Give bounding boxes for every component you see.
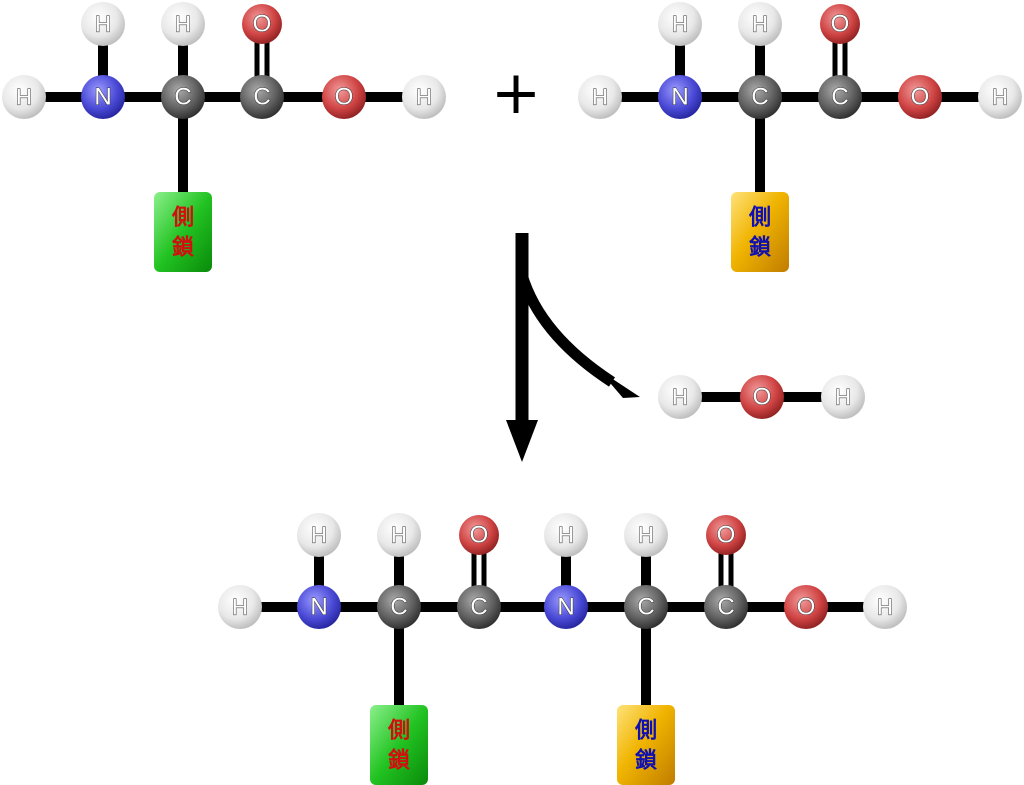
carbonyl-oxygen-atom: O (459, 515, 499, 555)
svg-text:側: 側 (387, 719, 410, 744)
svg-text:N: N (310, 594, 327, 621)
nitrogen-atom: N (658, 75, 702, 119)
svg-text:H: H (95, 12, 111, 37)
svg-text:H: H (672, 12, 688, 37)
svg-text:H: H (835, 385, 851, 410)
svg-text:H: H (752, 12, 768, 37)
svg-text:C: C (831, 84, 848, 111)
carbonyl-carbon-atom: C (704, 585, 748, 629)
hydrogen-atom: H (218, 585, 262, 629)
svg-text:N: N (671, 84, 688, 111)
svg-text:鎖: 鎖 (172, 235, 195, 261)
svg-text:C: C (174, 84, 191, 111)
hydroxyl-oxygen-atom: O (322, 75, 366, 119)
svg-text:O: O (753, 384, 772, 411)
hydroxyl-hydrogen-atom: H (863, 585, 907, 629)
amine-hydrogen-atom: H (297, 513, 341, 557)
svg-text:H: H (391, 523, 407, 548)
svg-text:N: N (94, 84, 111, 111)
svg-text:H: H (16, 85, 32, 110)
svg-text:H: H (592, 85, 608, 110)
svg-text:鎖: 鎖 (635, 748, 658, 774)
carbonyl-carbon-atom: C (457, 585, 501, 629)
svg-text:O: O (831, 11, 850, 38)
alpha-hydrogen-atom: H (624, 513, 668, 557)
alpha-carbon-atom: C (161, 75, 205, 119)
carbonyl-oxygen-atom: O (820, 4, 860, 44)
svg-text:C: C (470, 594, 487, 621)
water-molecule: H O H (658, 375, 865, 419)
carbonyl-carbon-atom: C (818, 75, 862, 119)
alpha-hydrogen-atom: H (738, 2, 782, 46)
hydroxyl-oxygen-atom: O (784, 585, 828, 629)
svg-text:C: C (390, 594, 407, 621)
hydroxyl-hydrogen-atom: H (978, 75, 1022, 119)
alpha-hydrogen-atom: H (161, 2, 205, 46)
svg-text:側: 側 (634, 719, 657, 744)
water-release-arrow (516, 273, 640, 398)
side-chain-gold: 側 鎖 (617, 705, 675, 785)
alpha-carbon-atom: C (377, 585, 421, 629)
svg-text:O: O (335, 84, 354, 111)
carbonyl-carbon-atom: C (240, 75, 284, 119)
svg-text:C: C (637, 594, 654, 621)
svg-text:H: H (558, 523, 574, 548)
hydrogen-atom: H (578, 75, 622, 119)
svg-text:鎖: 鎖 (388, 748, 411, 774)
svg-text:鎖: 鎖 (749, 235, 772, 261)
hydrogen-atom: H (821, 375, 865, 419)
svg-text:N: N (557, 594, 574, 621)
svg-text:H: H (877, 595, 893, 620)
svg-text:C: C (751, 84, 768, 111)
svg-text:H: H (992, 85, 1008, 110)
alpha-carbon-atom: C (738, 75, 782, 119)
side-chain-green: 側 鎖 (154, 192, 212, 272)
alpha-carbon-atom: C (624, 585, 668, 629)
svg-text:H: H (416, 85, 432, 110)
hydrogen-atom: H (2, 75, 46, 119)
svg-text:C: C (717, 594, 734, 621)
hydrogen-atom: H (658, 375, 702, 419)
hydroxyl-oxygen-atom: O (898, 75, 942, 119)
amino-acid-2-bonds (600, 24, 1000, 192)
svg-text:C: C (253, 84, 270, 111)
amino-acid-2: H N C C O H H H O 側 鎖 (578, 2, 1022, 272)
svg-text:側: 側 (171, 206, 194, 231)
nitrogen-atom: N (297, 585, 341, 629)
amine-hydrogen-atom: H (658, 2, 702, 46)
oxygen-atom: O (740, 375, 784, 419)
peptide-nitrogen-atom: N (544, 585, 588, 629)
svg-text:側: 側 (748, 206, 771, 231)
nitrogen-atom: N (81, 75, 125, 119)
svg-text:H: H (175, 12, 191, 37)
side-chain-green: 側 鎖 (370, 705, 428, 785)
amine-hydrogen-atom: H (81, 2, 125, 46)
svg-text:H: H (672, 385, 688, 410)
svg-text:O: O (797, 594, 816, 621)
alpha-hydrogen-atom: H (377, 513, 421, 557)
svg-text:O: O (911, 84, 930, 111)
svg-text:H: H (638, 523, 654, 548)
svg-text:O: O (470, 522, 489, 549)
carbonyl-oxygen-atom: O (706, 515, 746, 555)
svg-text:O: O (717, 522, 736, 549)
hydroxyl-hydrogen-atom: H (402, 75, 446, 119)
svg-text:H: H (232, 595, 248, 620)
plus-sign: + (491, 58, 541, 128)
dipeptide: H N C C N C C O H H H O H H O 側 鎖 側 鎖 (218, 513, 907, 785)
side-chain-gold: 側 鎖 (731, 192, 789, 272)
reaction-arrow (506, 233, 538, 462)
svg-text:O: O (253, 11, 272, 38)
svg-text:H: H (311, 523, 327, 548)
carbonyl-oxygen-atom: O (242, 4, 282, 44)
amino-acid-1: H N C C O H H H O 側 鎖 (2, 2, 446, 272)
peptide-hydrogen-atom: H (544, 513, 588, 557)
